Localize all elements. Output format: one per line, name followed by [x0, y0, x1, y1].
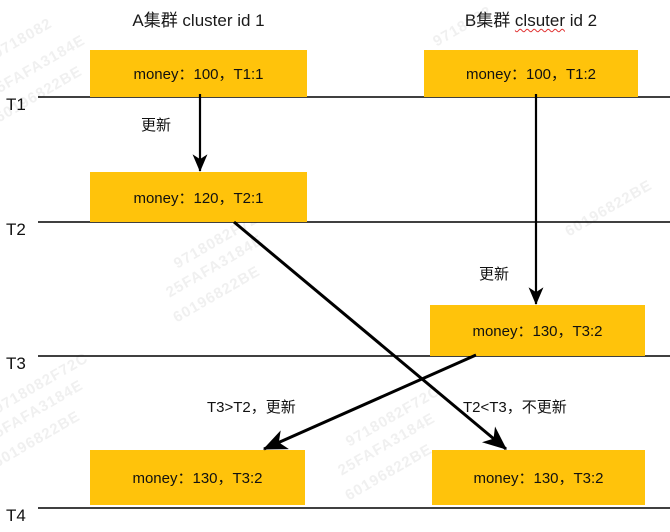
watermark-text: 9718082 — [0, 14, 56, 63]
column-header-cluster-a: A集群 cluster id 1 — [132, 11, 265, 30]
edge-label-a-to-b: T2<T3，不更新 — [463, 399, 567, 416]
edge-label-a-update: 更新 — [141, 117, 172, 134]
state-box-b-t1: money：100，T1:2 — [424, 50, 638, 97]
watermark-text: 9718082F72C — [342, 382, 444, 451]
timeline-label-t3: T3 — [6, 354, 26, 373]
watermark-text: 60196822BE — [562, 176, 656, 241]
watermark-text: 25FAFA3184E — [0, 31, 89, 102]
edge-b-to-a-line — [262, 353, 477, 451]
edge-label-b-to-a: T3>T2，更新 — [207, 399, 296, 416]
watermark-text: 25FAFA3184E — [335, 409, 439, 480]
timeline-label-t1: T1 — [6, 95, 26, 114]
column-header-typo-word: clsuter — [514, 11, 565, 30]
timeline-label-t2: T2 — [6, 220, 26, 239]
watermark-text: 60196822BE — [170, 262, 264, 327]
state-box-a-t4: money：130，T3:2 — [90, 450, 305, 505]
state-box-a-t1: money：100，T1:1 — [90, 50, 307, 97]
state-box-b-t3: money：130，T3:2 — [430, 305, 645, 356]
state-box-b-t4: money：130，T3:2 — [432, 450, 645, 505]
timeline-label-t4: T4 — [6, 506, 26, 525]
edge-label-b-update: 更新 — [479, 266, 510, 283]
watermark-text: 60196822BE — [0, 407, 84, 472]
watermark-text: 60196822BE — [342, 440, 436, 505]
watermark-text: 25FAFA3184E — [163, 231, 267, 302]
column-header-prefix: B集群 — [464, 11, 515, 30]
column-header-suffix: id 2 — [565, 11, 598, 30]
watermark-text: 25FAFA3184E — [0, 376, 87, 447]
column-header-cluster-b: B集群 clsuter id 2 — [424, 6, 638, 31]
state-box-a-t2: money：120，T2:1 — [90, 172, 307, 222]
